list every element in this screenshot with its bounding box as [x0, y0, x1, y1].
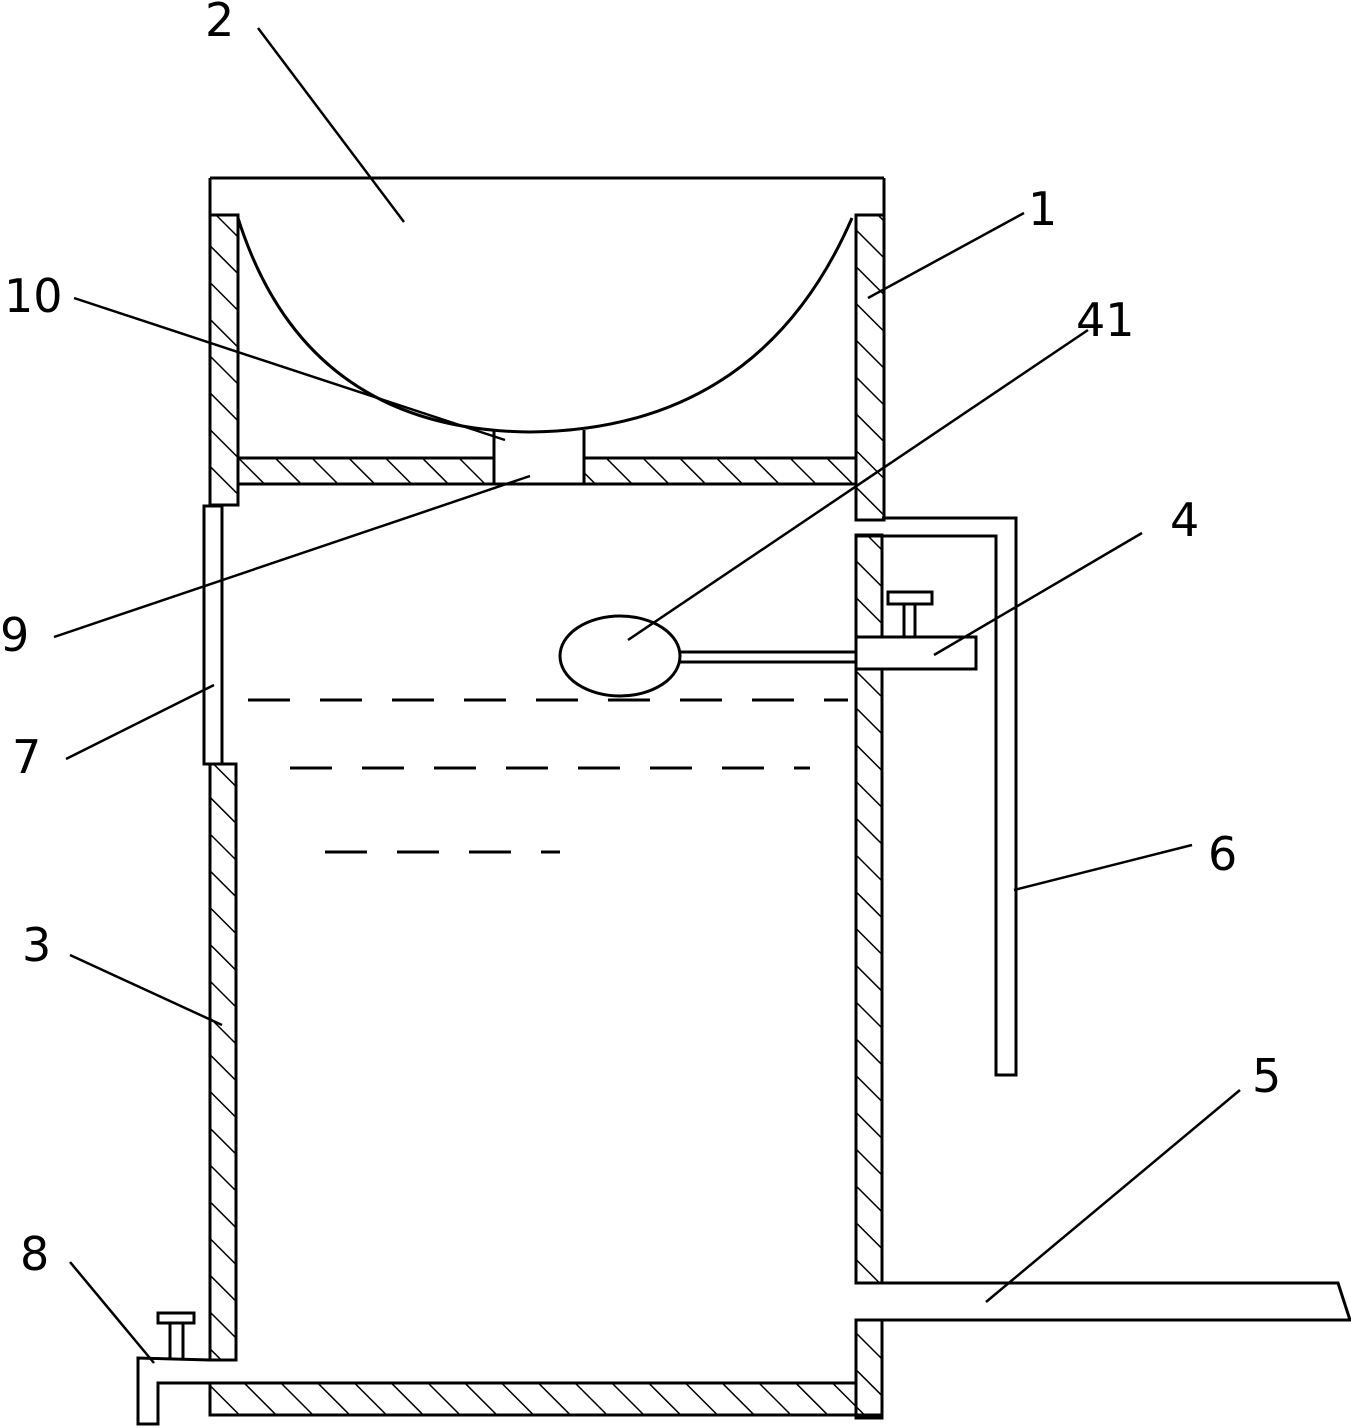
drain-valve	[136, 1311, 211, 1426]
top-funnel	[208, 176, 886, 434]
water-level-lines	[248, 698, 848, 854]
float-ball	[558, 614, 856, 698]
left-upper-wall	[208, 213, 240, 507]
outlet-pipe	[882, 1281, 1351, 1322]
label-41: 41	[1076, 293, 1135, 347]
label-3: 3	[22, 918, 51, 972]
overflow-pipe	[856, 516, 1018, 1077]
label-9: 9	[0, 608, 29, 662]
sight-glass	[202, 504, 224, 766]
bottom-wall	[208, 1381, 858, 1417]
partition-left	[236, 456, 496, 486]
right-upper-wall	[854, 213, 886, 522]
label-8: 8	[20, 1227, 49, 1281]
label-6: 6	[1208, 827, 1237, 881]
leader-lines	[53, 27, 1241, 1364]
central-hole	[492, 430, 586, 486]
label-5: 5	[1252, 1049, 1281, 1103]
label-1: 1	[1028, 182, 1057, 236]
right-lower-wall	[854, 1318, 884, 1420]
left-lower-wall	[208, 762, 238, 1362]
label-10: 10	[4, 269, 63, 323]
partition-right	[582, 456, 858, 486]
label-7: 7	[12, 730, 41, 784]
label-4: 4	[1170, 493, 1199, 547]
label-2: 2	[205, 0, 234, 47]
